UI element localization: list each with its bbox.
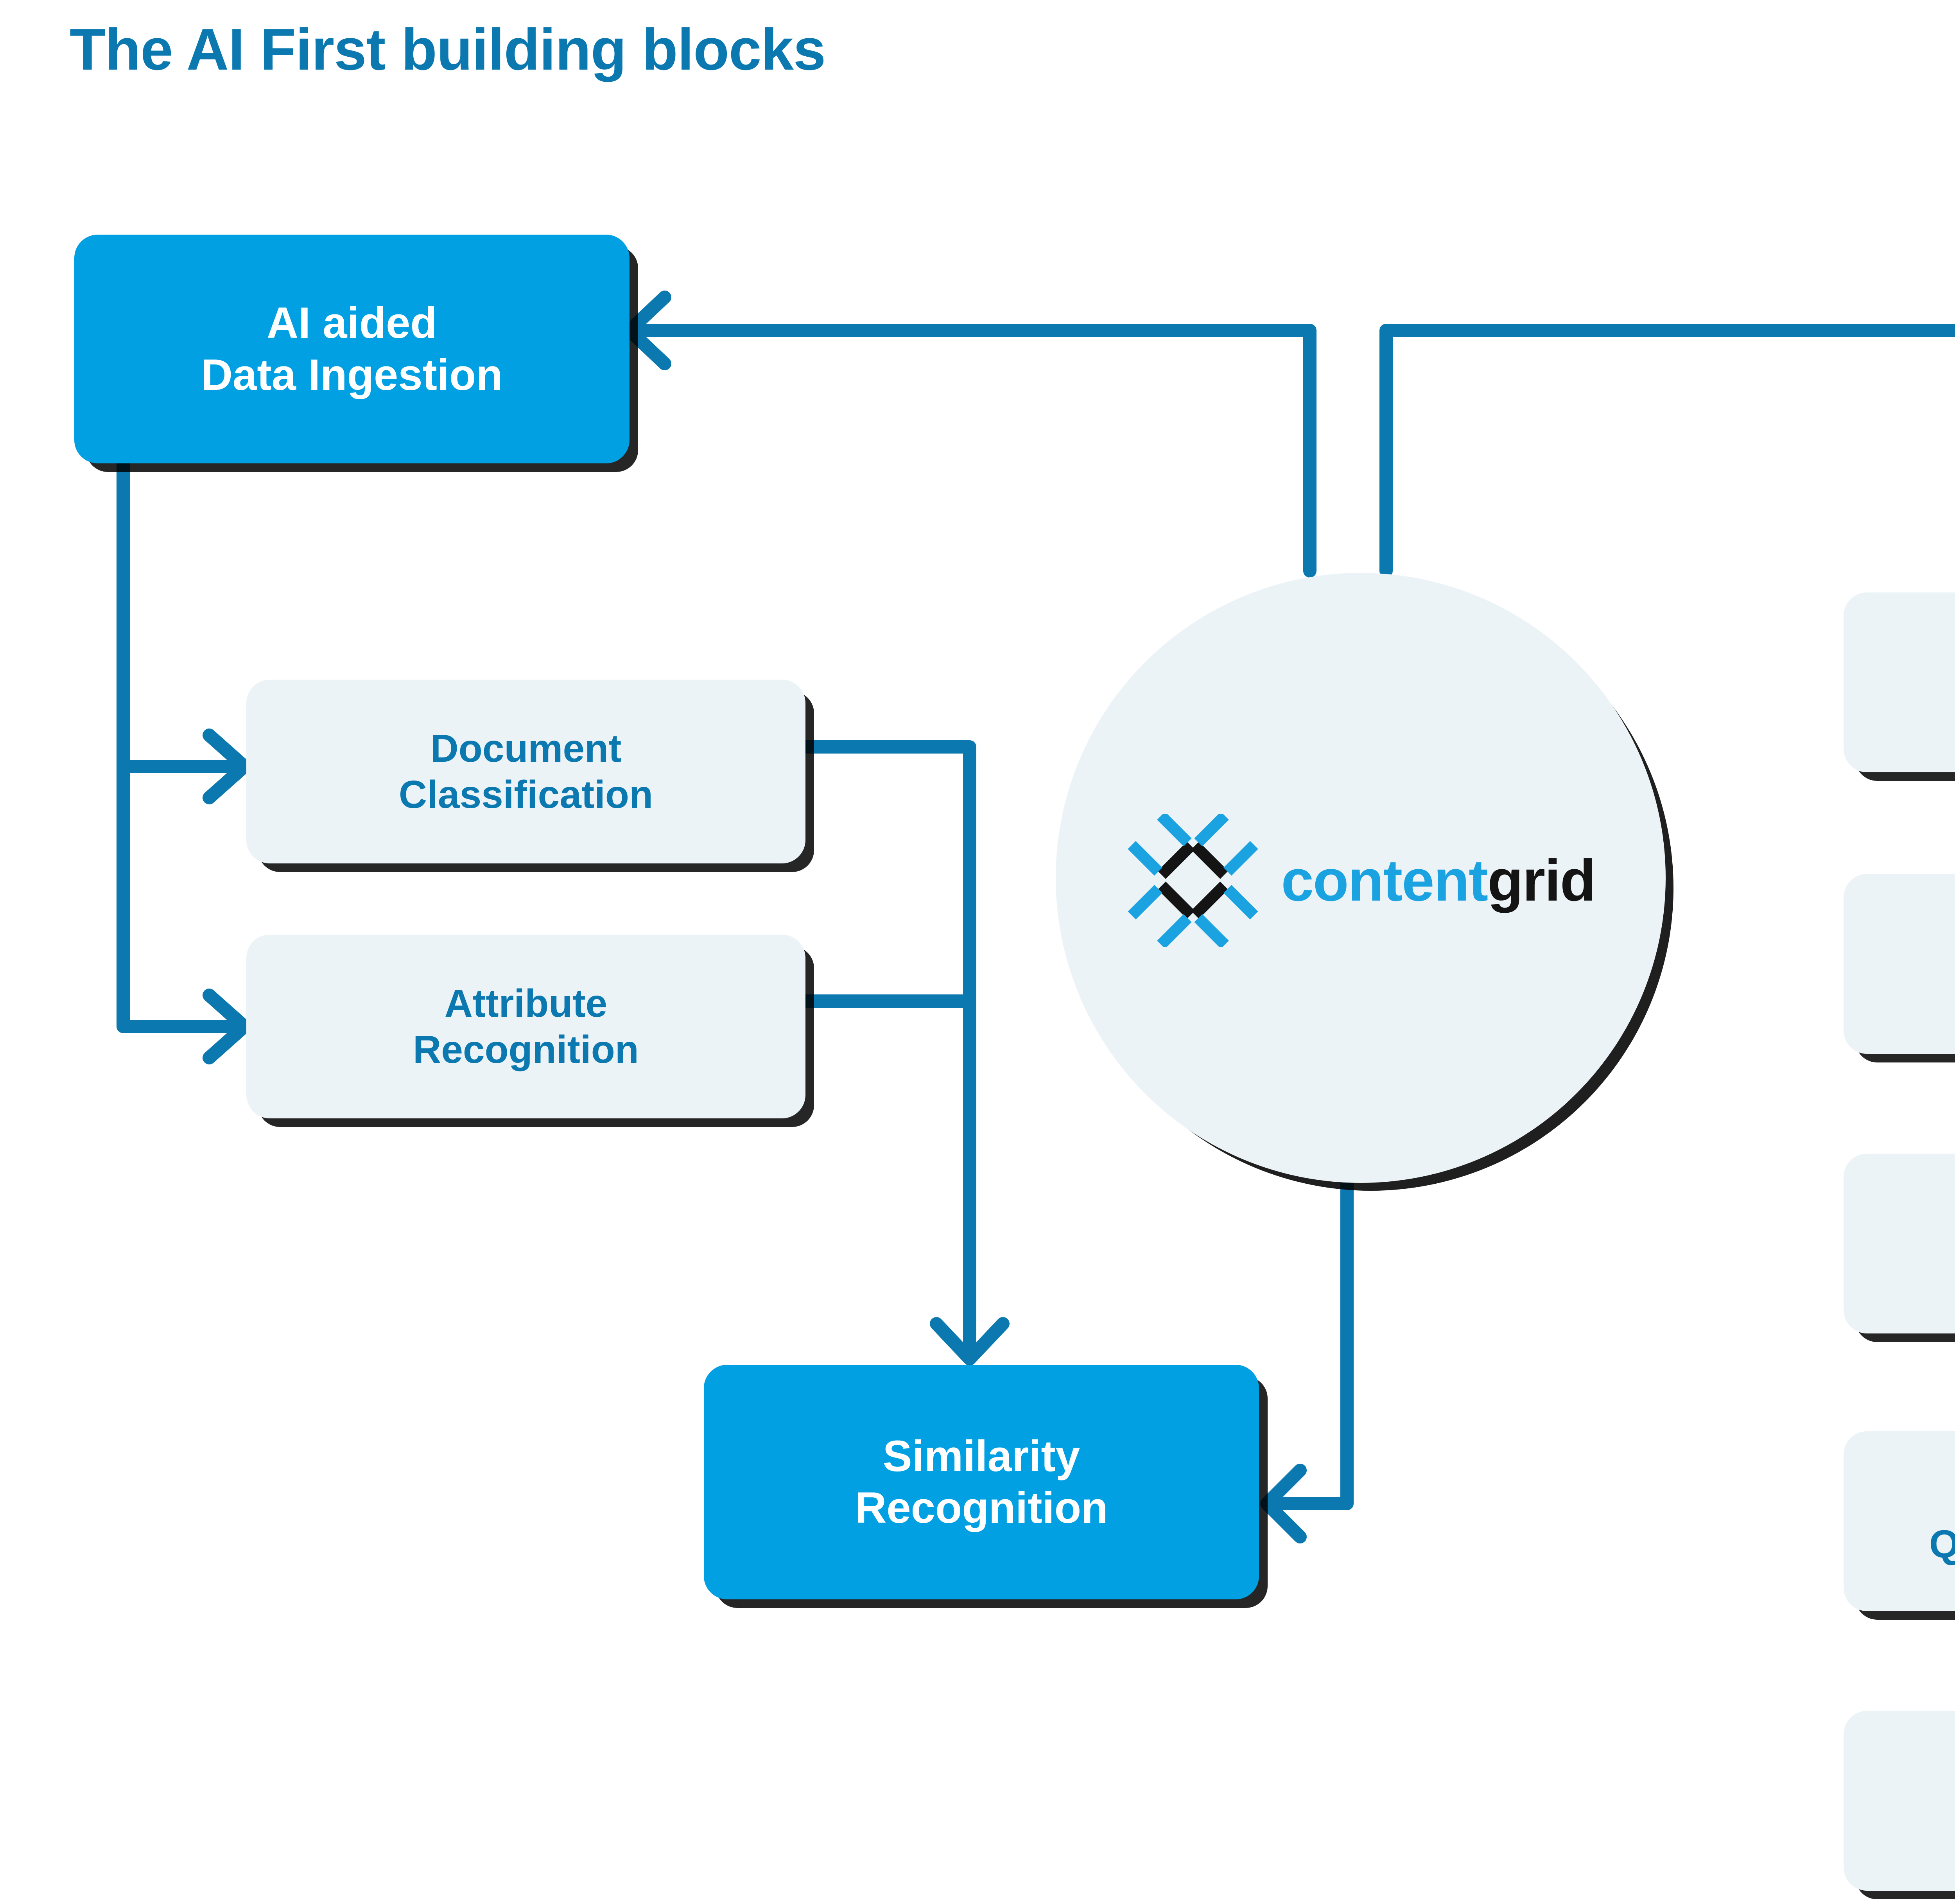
- arrowhead-similarity-left: [930, 1317, 1010, 1366]
- node-label-line2: Recognition: [855, 1483, 1108, 1532]
- node-label-line2: Recognition: [413, 1028, 639, 1071]
- node-label-line1: Document: [430, 727, 622, 770]
- contentgrid-diamond-icon: [1127, 814, 1258, 947]
- node-label-line2: Query Understanding: [1929, 1522, 1955, 1566]
- wordmark-content: content: [1281, 847, 1489, 913]
- node-label-line2: Classification: [398, 773, 653, 817]
- node-label-line1: Similarity: [882, 1431, 1080, 1480]
- node-similarity-recognition-right[interactable]: Similarity Recognition: [1844, 592, 1955, 772]
- contentgrid-wordmark: contentgrid: [1281, 847, 1596, 914]
- node-similarity-recognition-left[interactable]: Similarity Recognition: [704, 1365, 1259, 1599]
- wire-hub-to-search: [1379, 324, 1955, 578]
- arrowhead-similarity-hub: [1260, 1464, 1307, 1543]
- wordmark-grid: grid: [1487, 847, 1596, 913]
- node-natural-language-query-understanding[interactable]: Natural Language Query Understanding: [1844, 1431, 1955, 1611]
- node-label-line2: Data Ingestion: [201, 350, 503, 399]
- page-title: The AI First building blocks: [70, 16, 826, 82]
- node-label-line1: Attribute: [444, 982, 608, 1025]
- arrowhead-docclass: [203, 729, 251, 804]
- arrowhead-attrrecog: [203, 989, 251, 1064]
- node-label-line1: AI aided: [267, 298, 437, 348]
- node-llm-integration[interactable]: LLM Integration: [1844, 1711, 1955, 1891]
- wire-docclass-to-similarity: [799, 740, 976, 1362]
- wire-ingestion-spine: [117, 455, 249, 1033]
- node-autocomplete[interactable]: Autocomplete: [1844, 874, 1955, 1054]
- node-attribute-recognition[interactable]: Attribute Recognition: [246, 935, 805, 1118]
- node-document-classification[interactable]: Document Classification: [246, 680, 805, 863]
- node-semantic-search[interactable]: Semantic Search: [1844, 1154, 1955, 1333]
- wire-hub-to-similarity: [1268, 1174, 1354, 1510]
- contentgrid-hub: contentgrid: [1056, 573, 1666, 1183]
- node-ai-aided-data-ingestion[interactable]: AI aided Data Ingestion: [74, 235, 630, 463]
- wire-hub-to-ingestion: [635, 324, 1316, 578]
- arrowhead-ingestion: [623, 291, 671, 370]
